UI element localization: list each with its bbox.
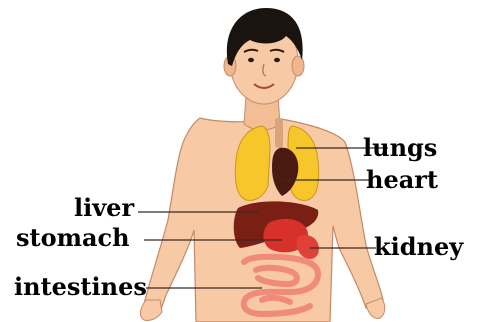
right-eye (274, 58, 280, 62)
label-heart: heart (366, 168, 438, 192)
label-liver: liver (74, 196, 134, 220)
right-ear (292, 56, 304, 76)
label-intestines: intestines (14, 275, 147, 299)
trachea (275, 118, 283, 148)
label-lungs: lungs (363, 136, 437, 160)
left-hand (140, 300, 162, 321)
label-stomach: stomach (16, 226, 130, 250)
left-eye (248, 58, 254, 62)
label-kidney: kidney (374, 235, 463, 259)
